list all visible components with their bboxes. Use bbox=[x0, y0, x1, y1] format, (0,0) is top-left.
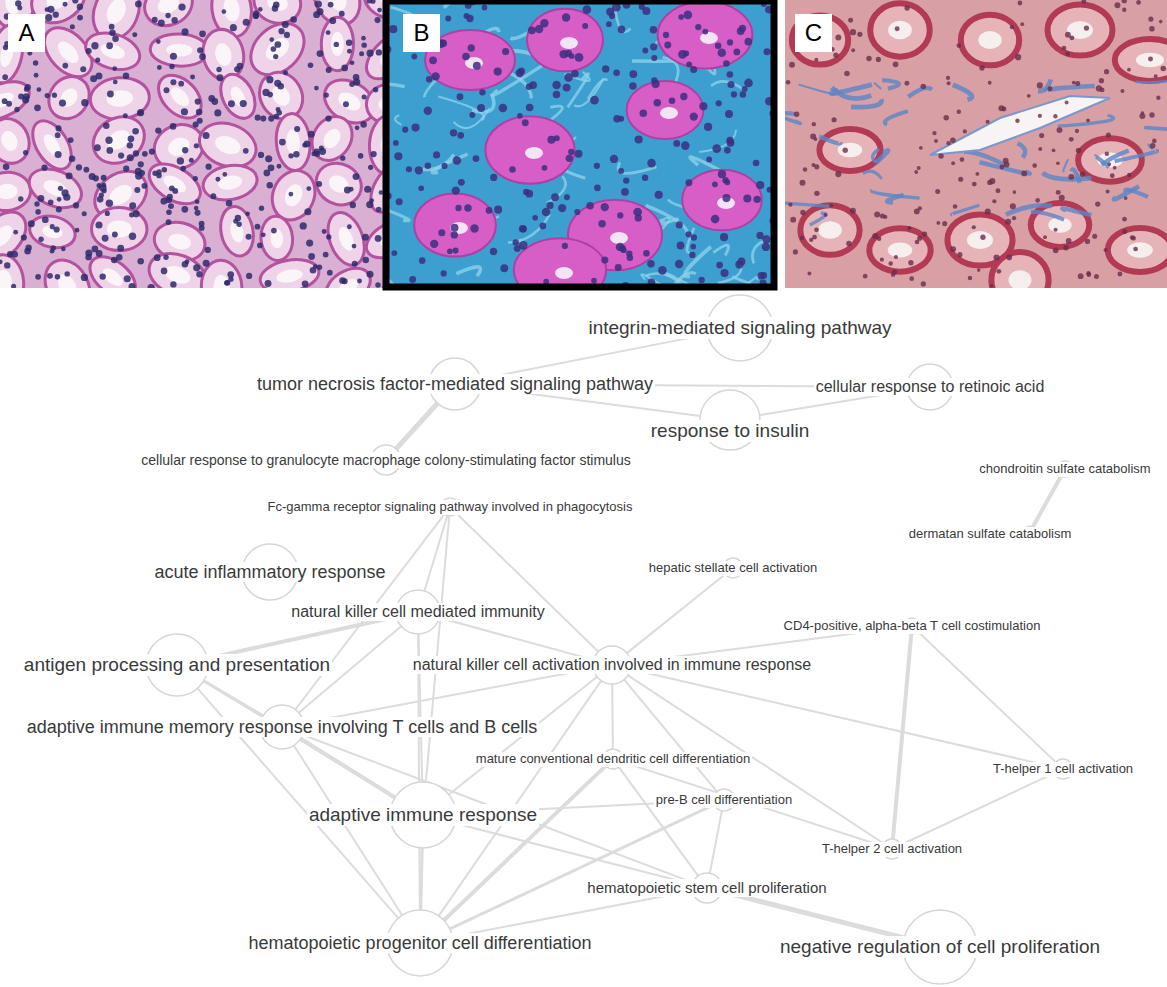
go-term-node: hematopoietic progenitor cell differenti… bbox=[247, 933, 594, 954]
panel-b-image bbox=[387, 0, 777, 288]
network-link bbox=[207, 617, 396, 659]
term-label: hematopoietic progenitor cell differenti… bbox=[247, 933, 594, 954]
network-link bbox=[396, 403, 437, 449]
panel-c-image bbox=[785, 0, 1167, 288]
panel-letter-box: A bbox=[8, 14, 45, 52]
network-link bbox=[426, 516, 449, 782]
go-term-node: mature conventional dendritic cell diffe… bbox=[474, 751, 752, 767]
term-label: T-helper 1 cell activation bbox=[991, 762, 1135, 777]
network-link bbox=[623, 762, 883, 846]
term-label: natural killer cell mediated immunity bbox=[289, 603, 546, 621]
term-label: tumor necrosis factor-mediated signaling… bbox=[255, 374, 655, 395]
network-link bbox=[901, 773, 1054, 845]
go-term-node: acute inflammatory response bbox=[152, 562, 387, 583]
term-label: mature conventional dendritic cell diffe… bbox=[474, 752, 752, 767]
go-term-node: response to insulin bbox=[649, 420, 811, 442]
go-term-node: CD4-positive, alpha-beta T cell costimul… bbox=[782, 618, 1043, 634]
go-term-node: dermatan sulfate catabolism bbox=[907, 526, 1074, 542]
network-link bbox=[710, 811, 722, 873]
panel-a-image bbox=[0, 0, 383, 288]
term-label: response to insulin bbox=[649, 420, 811, 442]
network-link bbox=[203, 681, 394, 798]
term-label: negative regulation of cell proliferatio… bbox=[778, 936, 1102, 958]
network-link bbox=[301, 739, 395, 798]
go-term-node: natural killer cell mediated immunity bbox=[289, 603, 546, 621]
go-term-node: T-helper 2 cell activation bbox=[820, 841, 964, 857]
term-label: Fc-gamma receptor signaling pathway invo… bbox=[266, 500, 635, 515]
term-label: acute inflammatory response bbox=[152, 562, 387, 583]
go-term-node: pre-B cell differentiation bbox=[654, 792, 794, 808]
network-link bbox=[418, 634, 420, 910]
term-label: pre-B cell differentiation bbox=[654, 793, 794, 808]
network-link bbox=[611, 684, 614, 749]
term-label: integrin-mediated signaling pathway bbox=[586, 317, 893, 339]
panel-letter-box: B bbox=[403, 14, 440, 52]
go-term-node: integrin-mediated signaling pathway bbox=[586, 317, 893, 339]
network-link bbox=[452, 891, 692, 937]
term-label: adaptive immune response bbox=[307, 804, 539, 826]
network-link bbox=[455, 823, 693, 884]
network-link bbox=[294, 746, 402, 916]
network-link bbox=[444, 766, 606, 920]
network-link bbox=[421, 848, 422, 910]
network-link bbox=[627, 574, 725, 653]
go-term-node: hematopoietic stem cell proliferation bbox=[585, 879, 828, 896]
term-label: adaptive immune memory response involvin… bbox=[25, 717, 540, 738]
go-term-node: cellular response to granulocyte macroph… bbox=[139, 452, 632, 468]
term-label: antigen processing and presentation bbox=[22, 654, 332, 676]
network-link bbox=[456, 513, 598, 651]
panel-letter-box: C bbox=[795, 14, 832, 52]
go-term-node: negative regulation of cell proliferatio… bbox=[778, 936, 1102, 958]
network-link bbox=[481, 334, 708, 379]
network-link bbox=[1033, 476, 1061, 527]
go-term-node: cellular response to retinoic acid bbox=[814, 378, 1047, 396]
panel-letter: C bbox=[805, 21, 822, 45]
go-term-node: hepatic stellate cell activation bbox=[647, 560, 819, 576]
go-term-node: T-helper 1 cell activation bbox=[991, 761, 1135, 777]
term-label: dermatan sulfate catabolism bbox=[907, 527, 1074, 542]
network-link bbox=[439, 618, 593, 660]
term-label: cellular response to granulocyte macroph… bbox=[139, 452, 632, 468]
panel-letter: B bbox=[413, 21, 429, 45]
panel-letter: A bbox=[18, 21, 34, 45]
network-link bbox=[624, 680, 717, 792]
go-term-node: tumor necrosis factor-mediated signaling… bbox=[255, 374, 655, 395]
term-label: T-helper 2 cell activation bbox=[820, 842, 964, 857]
go-term-node: adaptive immune memory response involvin… bbox=[25, 717, 540, 738]
term-label: natural killer cell activation involved … bbox=[411, 656, 813, 674]
network-link bbox=[918, 632, 1056, 763]
go-term-node: Fc-gamma receptor signaling pathway invo… bbox=[266, 499, 635, 515]
network-link bbox=[893, 634, 911, 839]
network-link bbox=[619, 767, 698, 876]
go-term-node: adaptive immune response bbox=[307, 804, 539, 826]
go-term-node: antigen processing and presentation bbox=[22, 654, 332, 676]
network-link bbox=[722, 892, 905, 938]
term-label: hematopoietic stem cell proliferation bbox=[585, 879, 828, 896]
term-label: chondroitin sulfate catabolism bbox=[977, 462, 1152, 477]
term-label: CD4-positive, alpha-beta T cell costimul… bbox=[782, 619, 1043, 634]
go-term-node: chondroitin sulfate catabolism bbox=[977, 461, 1152, 477]
term-label: hepatic stellate cell activation bbox=[647, 561, 819, 576]
term-label: cellular response to retinoic acid bbox=[814, 378, 1047, 396]
go-term-node: natural killer cell activation involved … bbox=[411, 656, 813, 674]
